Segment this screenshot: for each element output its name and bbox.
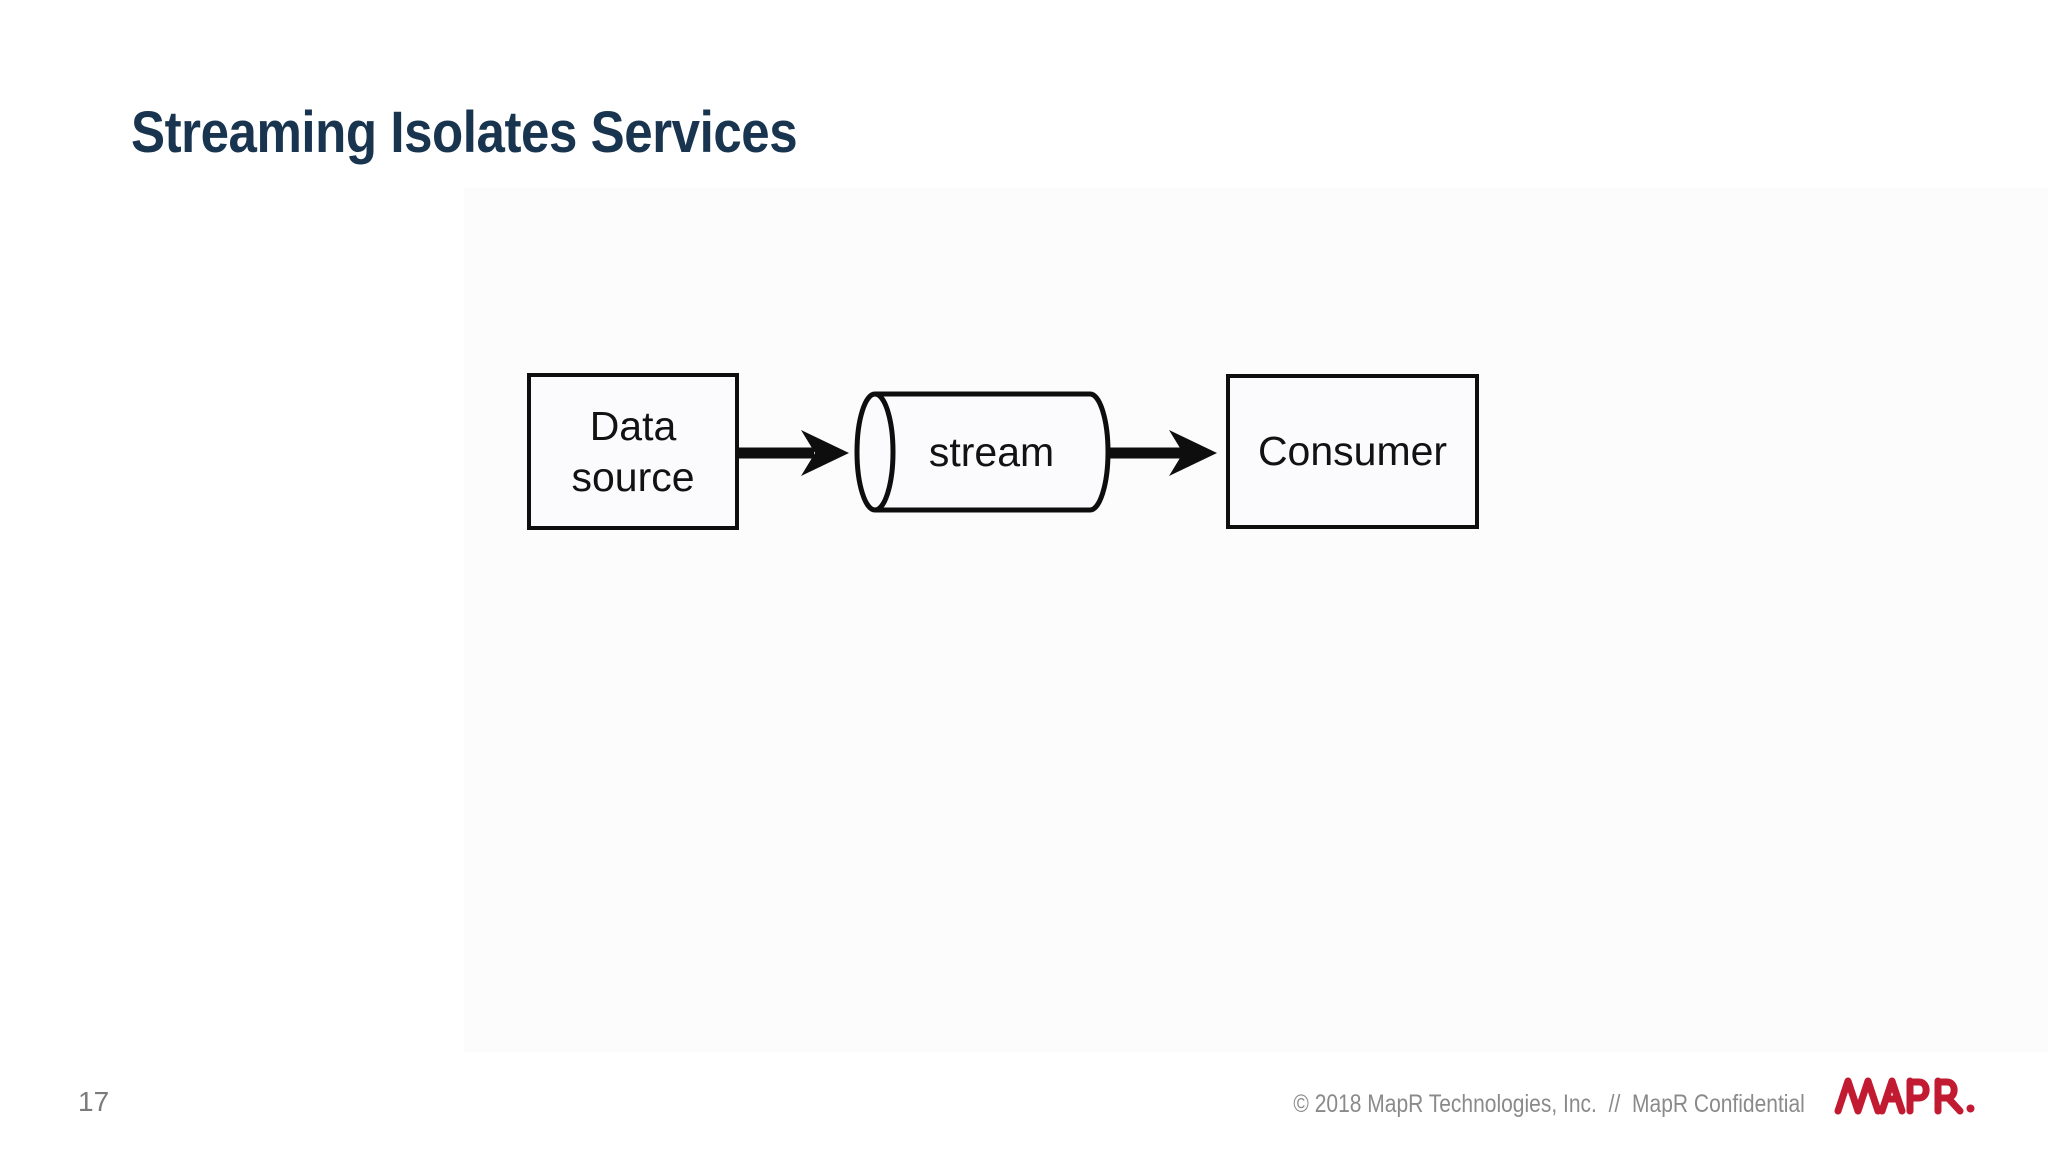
data-source-label: Data source [533, 379, 733, 524]
arrow-stream-to-consumer-head-icon [1169, 430, 1217, 476]
logo-letter-m [1834, 1077, 1882, 1115]
footer-confidential: MapR Confidential [1632, 1090, 1805, 1118]
footer: © 2018 MapR Technologies, Inc. // MapR Con… [1294, 1090, 1805, 1119]
slide-title: Streaming Isolates Services [131, 100, 798, 165]
consumer-label-text: Consumer [1257, 428, 1448, 474]
mapr-logo-text: MAPR. [0, 0, 1, 1]
data-source-label-line2: source [571, 453, 695, 500]
consumer-node [1226, 374, 1479, 529]
stream-label: stream [893, 396, 1090, 508]
consumer-label: Consumer [1232, 380, 1473, 523]
footer-copyright: © 2018 MapR Technologies, Inc. [1293, 1090, 1598, 1118]
stream-label-text: stream [928, 428, 1055, 475]
flow-diagram [527, 373, 1479, 530]
page-number: 17 [78, 1086, 110, 1117]
logo-letter-p-bowl [1906, 1078, 1930, 1102]
data-source-label-line1: Data [589, 402, 677, 449]
arrow-datasource-to-stream-head-icon [801, 430, 849, 476]
stream-cylinder-end [854, 391, 896, 513]
data-source-node [527, 373, 739, 530]
mapr-logo [1834, 1077, 1975, 1115]
footer-separator: // [1608, 1090, 1621, 1118]
logo-period [1966, 1104, 1975, 1113]
content-panel [464, 188, 2048, 1052]
logo-letter-r-leg [1945, 1095, 1964, 1115]
